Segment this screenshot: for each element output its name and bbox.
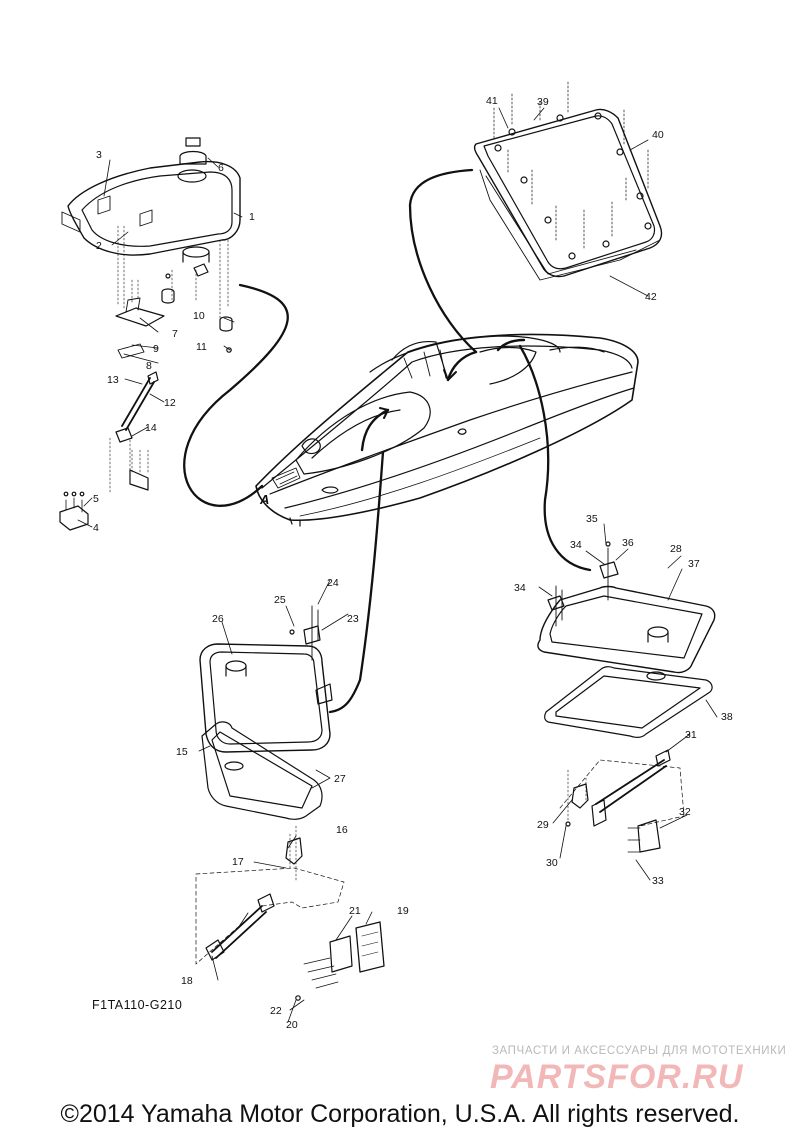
callout-16: 16	[336, 824, 348, 836]
upper-right-lid-gasket	[473, 81, 663, 281]
callout-22: 22	[270, 1005, 282, 1017]
callout-27: 27	[334, 773, 346, 785]
callout-25: 25	[274, 594, 286, 606]
lead-lines	[183, 168, 592, 714]
boat-marker-label: A	[259, 492, 269, 507]
callout-17: 17	[232, 856, 244, 868]
watermark-logo: PARTSFOR.RU	[490, 1058, 744, 1096]
callout-1: 1	[249, 211, 255, 223]
callout-13: 13	[107, 374, 119, 386]
boat-location-arrows	[360, 338, 526, 452]
callout-15: 15	[176, 746, 188, 758]
callout-2: 2	[96, 240, 102, 252]
left-hatch	[195, 605, 385, 1001]
callout-30: 30	[546, 857, 558, 869]
callout-10: 10	[193, 310, 205, 322]
callout-8: 8	[146, 360, 152, 372]
callout-6: 6	[218, 162, 224, 174]
callout-19: 19	[397, 905, 409, 917]
right-hatch	[537, 541, 716, 853]
callout-18: 18	[181, 975, 193, 987]
callout-33: 33	[652, 875, 664, 887]
callout-26: 26	[212, 613, 224, 625]
boat-hull	[255, 333, 639, 527]
callout-34-top: 34	[570, 539, 582, 551]
callout-31: 31	[685, 729, 697, 741]
callout-21: 21	[349, 905, 361, 917]
callout-34-left: 34	[514, 582, 526, 594]
callout-14: 14	[145, 422, 157, 434]
callout-32: 32	[679, 806, 691, 818]
callout-9: 9	[153, 343, 159, 355]
callout-42: 42	[645, 291, 657, 303]
callout-29: 29	[537, 819, 549, 831]
callout-37: 37	[688, 558, 700, 570]
drawing-code: F1TA110-G210	[92, 998, 183, 1012]
callout-12: 12	[164, 397, 176, 409]
callout-36: 36	[622, 537, 634, 549]
callout-28: 28	[670, 543, 682, 555]
callout-40: 40	[652, 129, 664, 141]
callout-3: 3	[96, 149, 102, 161]
callout-24: 24	[327, 577, 339, 589]
callout-5: 5	[93, 493, 99, 505]
callout-38: 38	[721, 711, 733, 723]
callout-39: 39	[537, 96, 549, 108]
callout-4: 4	[93, 522, 99, 534]
upper-left-hatch	[59, 137, 241, 531]
callout-7: 7	[172, 328, 178, 340]
callout-11: 11	[196, 341, 207, 353]
watermark-caption: ЗАПЧАСТИ И АКСЕССУАРЫ ДЛЯ МОТОТЕХНИКИ	[492, 1045, 787, 1057]
callout-23: 23	[347, 613, 359, 625]
callout-leaders	[77, 107, 718, 1023]
callout-20: 20	[286, 1019, 298, 1031]
callout-35: 35	[586, 513, 598, 525]
callout-numbers: 1 2 3 4 5 6 7 8 9 10 11 12 13 14 15 16 1…	[93, 95, 733, 1031]
copyright-notice: ©2014 Yamaha Motor Corporation, U.S.A. A…	[60, 1100, 740, 1128]
callout-41: 41	[486, 95, 498, 107]
